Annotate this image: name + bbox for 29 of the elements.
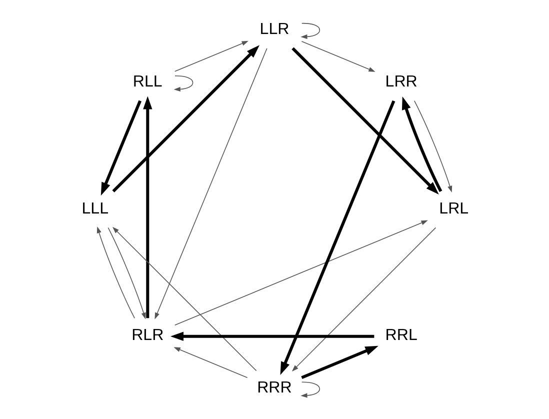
- node-text: LRR: [385, 72, 418, 90]
- arrow: [414, 100, 452, 192]
- arrow: [174, 40, 248, 72]
- node-text: LLL: [82, 199, 108, 218]
- node-text: RLR: [132, 326, 164, 344]
- arrow: [154, 48, 268, 320]
- arrow: [174, 220, 428, 326]
- node-text: RRL: [385, 326, 418, 344]
- arrow: [292, 47, 439, 194]
- arrow: [174, 75, 194, 92]
- arrow: [280, 100, 396, 375]
- arrow: [112, 226, 257, 372]
- arrow: [96, 226, 135, 319]
- node-text: RRR: [257, 378, 292, 397]
- arrow: [108, 227, 146, 320]
- node-text: LRL: [439, 199, 469, 218]
- node-text: RLL: [132, 72, 162, 90]
- arrow: [174, 347, 248, 378]
- arrow: [112, 45, 260, 192]
- node-text: LLR: [260, 20, 290, 38]
- arrow: [170, 332, 374, 341]
- arrow: [143, 96, 152, 318]
- arrow: [300, 22, 320, 40]
- arrow: [301, 40, 376, 72]
- arrow: [100, 100, 142, 196]
- arrow: [301, 346, 378, 380]
- arrow: [402, 96, 442, 192]
- arrow: [292, 227, 436, 372]
- arrow: [300, 382, 320, 398]
